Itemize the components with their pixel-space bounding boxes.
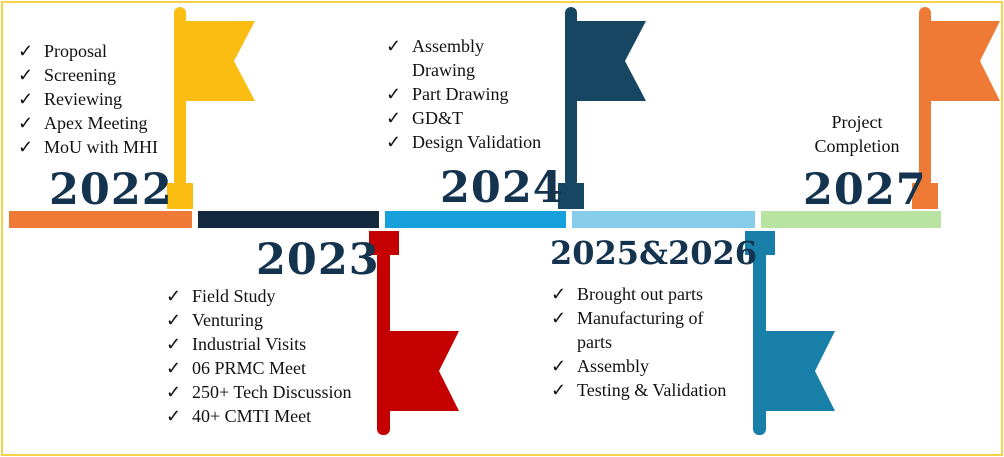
milestone-list-2025-2026: ✓Brought out parts ✓Manufacturing of par… — [551, 282, 726, 402]
flag-2022-icon — [167, 7, 255, 209]
check-icon: ✓ — [551, 356, 567, 376]
list-item: ✓GD&T — [386, 108, 463, 128]
milestone-list-2024: ✓Assembly Drawing ✓Part Drawing ✓GD&T ✓D… — [386, 34, 541, 154]
list-item: ✓MoU with MHI — [18, 137, 159, 157]
list-item: ✓Assembly — [386, 36, 484, 56]
check-icon: ✓ — [166, 334, 182, 354]
list-item: ✓Reviewing — [18, 89, 122, 109]
check-icon: ✓ — [18, 65, 34, 85]
timeline-segment-2027 — [761, 211, 941, 228]
timeline-segment-2023 — [198, 211, 379, 228]
check-icon: ✓ — [18, 137, 34, 157]
year-2027: 2027 — [803, 165, 927, 215]
list-item: ✓Proposal — [18, 41, 107, 61]
flag-2023-icon — [369, 231, 459, 435]
milestone-list-2023: ✓Field Study ✓Venturing ✓Industrial Visi… — [166, 284, 352, 428]
list-item: parts — [577, 332, 612, 352]
check-icon: ✓ — [166, 382, 182, 402]
timeline-segment-2022 — [9, 211, 192, 228]
year-2023: 2023 — [256, 235, 380, 285]
check-icon: ✓ — [551, 380, 567, 400]
list-item: ✓Apex Meeting — [18, 113, 148, 133]
list-item: ✓Screening — [18, 65, 116, 85]
list-item: ✓Manufacturing of — [551, 308, 704, 328]
check-icon: ✓ — [166, 406, 182, 426]
check-icon: ✓ — [551, 308, 567, 328]
check-icon: ✓ — [166, 310, 182, 330]
check-icon: ✓ — [166, 286, 182, 306]
year-2025-2026: 2025&2026 — [550, 234, 758, 272]
list-item: ✓Part Drawing — [386, 84, 509, 104]
list-item: ✓Industrial Visits — [166, 334, 307, 354]
list-item: ✓Field Study — [166, 286, 276, 306]
check-icon: ✓ — [386, 108, 402, 128]
flag-2025-icon — [745, 231, 835, 435]
list-item: ✓Design Validation — [386, 132, 542, 152]
milestone-list-2022: ✓Proposal ✓Screening ✓Reviewing ✓Apex Me… — [18, 39, 158, 159]
timeline-segment-2024 — [385, 211, 566, 228]
check-icon: ✓ — [18, 41, 34, 61]
list-item: Drawing — [412, 60, 475, 80]
check-icon: ✓ — [386, 132, 402, 152]
check-icon: ✓ — [386, 84, 402, 104]
check-icon: ✓ — [386, 36, 402, 56]
check-icon: ✓ — [18, 89, 34, 109]
flag-2027-icon — [912, 7, 1000, 209]
list-item: ✓Brought out parts — [551, 284, 703, 304]
year-2022: 2022 — [49, 165, 173, 215]
check-icon: ✓ — [551, 284, 567, 304]
list-item: ✓Testing & Validation — [551, 380, 727, 400]
list-item: ✓06 PRMC Meet — [166, 358, 307, 378]
flag-2024-icon — [558, 7, 646, 209]
list-item: ✓250+ Tech Discussion — [166, 382, 352, 402]
check-icon: ✓ — [18, 113, 34, 133]
project-completion-label: Project Completion — [814, 112, 900, 156]
year-2024: 2024 — [440, 163, 564, 213]
list-item: ✓40+ CMTI Meet — [166, 406, 312, 426]
list-item: ✓Assembly — [551, 356, 649, 376]
check-icon: ✓ — [166, 358, 182, 378]
list-item: ✓Venturing — [166, 310, 263, 330]
timeline-segment-2025 — [572, 211, 755, 228]
